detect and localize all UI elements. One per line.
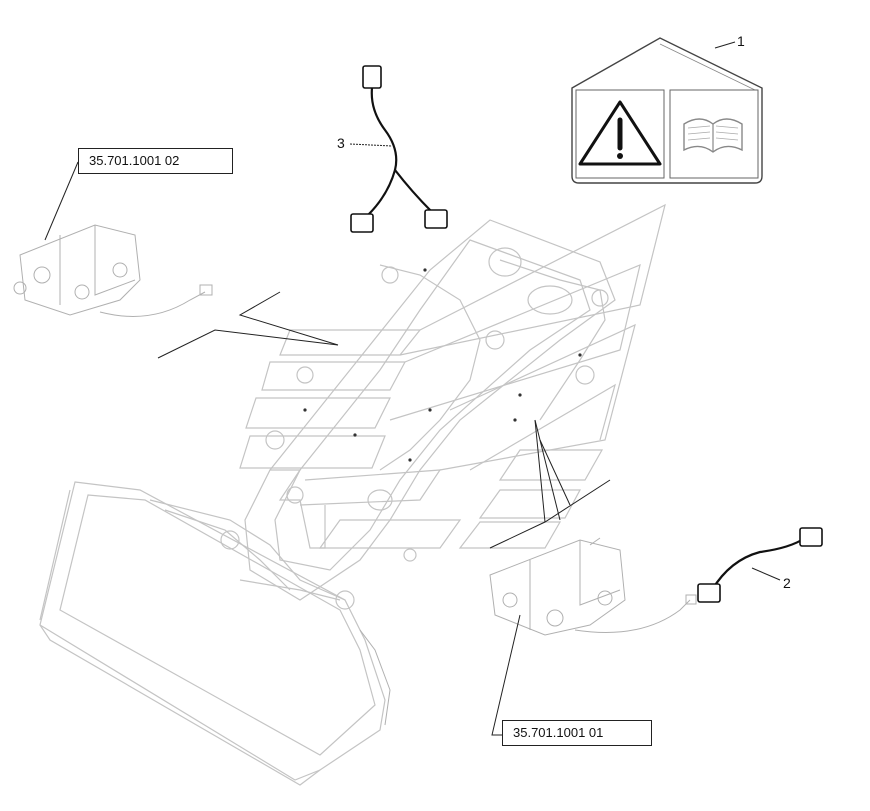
ref-leaders — [44, 161, 521, 736]
callout-3: 3 — [337, 135, 345, 151]
ghost-leaders — [157, 291, 611, 549]
warning-decal — [571, 37, 763, 184]
loader-arm-ghost — [149, 219, 616, 610]
hose-route-planes — [239, 203, 666, 549]
wire-harness-2 — [697, 527, 823, 603]
bucket-ghost — [39, 481, 391, 786]
callout-1: 1 — [737, 33, 745, 49]
valve-block-bottom — [489, 537, 697, 636]
valve-ref-label-top: 35.701.1001 02 — [78, 148, 233, 174]
valve-block-top — [13, 224, 213, 317]
wire-harness-3 — [349, 65, 448, 233]
manual-book-icon — [683, 118, 743, 153]
valve-ref-label-bottom: 35.701.1001 01 — [502, 720, 652, 746]
callout-2: 2 — [783, 575, 791, 591]
fittings — [303, 268, 582, 462]
warning-triangle-icon — [578, 100, 662, 166]
